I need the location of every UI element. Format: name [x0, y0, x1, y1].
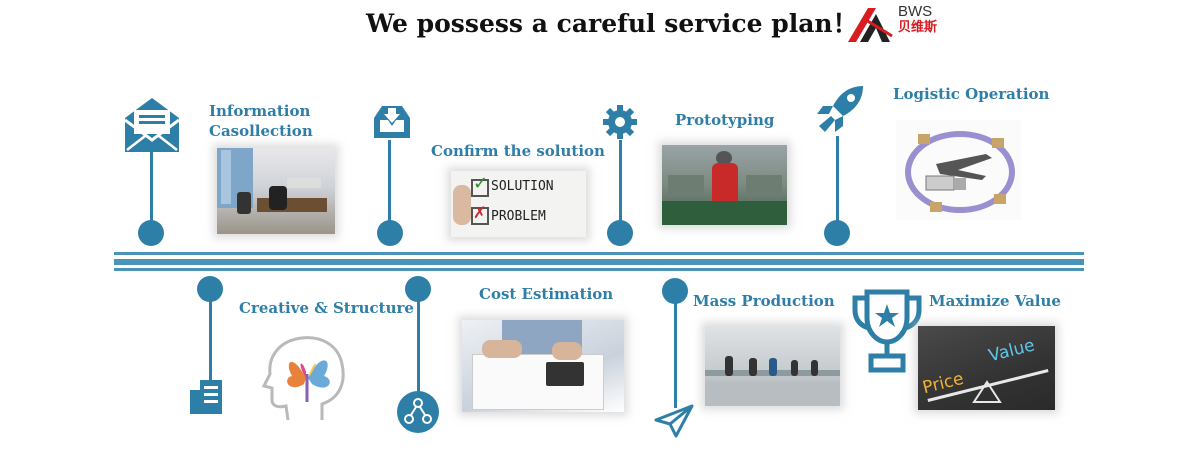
step-label-maximize-value: Maximize Value — [929, 292, 1061, 310]
office-photo — [217, 148, 335, 234]
inbox-download-icon — [374, 106, 410, 138]
brand-logo-icon — [848, 8, 893, 42]
connector-stem — [150, 152, 153, 222]
timeline-node — [377, 220, 403, 246]
step-label-prototyping: Prototyping — [675, 111, 775, 129]
connector-stem — [417, 300, 420, 392]
timeline-node — [405, 276, 431, 302]
cost-estimation-photo — [462, 320, 624, 412]
solution-problem-photo: ✓ ✗ SOLUTION PROBLEM — [451, 171, 586, 237]
timeline-node — [607, 220, 633, 246]
page-title: We possess a careful service plan！ — [366, 9, 858, 38]
network-circle-icon — [397, 391, 439, 433]
connector-stem — [836, 136, 839, 222]
rocket-icon — [817, 86, 863, 132]
step-label-line: Casollection — [209, 122, 313, 140]
timeline-node — [824, 220, 850, 246]
connector-stem — [388, 140, 391, 222]
logistics-illustration — [905, 131, 1015, 213]
problem-text: PROBLEM — [491, 209, 546, 224]
step-label-cost-estimation: Cost Estimation — [479, 285, 614, 303]
mass-production-photo — [705, 326, 840, 406]
solution-text: SOLUTION — [491, 179, 554, 194]
value-text: Value — [986, 335, 1037, 367]
timeline-node — [138, 220, 164, 246]
factory-photo — [662, 145, 787, 225]
timeline-line-bottom — [114, 268, 1084, 271]
timeline-node — [662, 278, 688, 304]
step-label-mass-production: Mass Production — [693, 292, 835, 310]
paper-plane-icon — [654, 404, 694, 438]
step-label-logistic-operation: Logistic Operation — [893, 85, 1050, 103]
step-label-confirm-solution: Confirm the solution — [431, 142, 605, 160]
trophy-icon — [852, 289, 922, 373]
logistics-photo — [896, 120, 1021, 220]
step-label-information-collection: Information Casollection — [209, 101, 313, 141]
timeline-node — [197, 276, 223, 302]
connector-stem — [209, 300, 212, 380]
step-label-creative-structure: Creative & Structure — [239, 299, 414, 317]
step-label-line: Information — [209, 102, 311, 120]
connector-stem — [674, 300, 677, 408]
timeline-line-middle — [114, 259, 1084, 265]
timeline-line-top — [114, 252, 1084, 255]
price-value-photo: Price Value — [918, 326, 1055, 410]
connector-stem — [619, 140, 622, 222]
envelope-icon — [124, 98, 180, 152]
brand-text: BWS 贝维斯 — [898, 4, 937, 34]
gear-icon — [603, 105, 637, 139]
brand-name: BWS — [898, 3, 933, 20]
creative-head-image — [262, 336, 345, 421]
fulcrum-shape — [972, 380, 1002, 403]
hand-card-icon — [190, 380, 222, 414]
brand-chinese-name: 贝维斯 — [898, 19, 938, 34]
